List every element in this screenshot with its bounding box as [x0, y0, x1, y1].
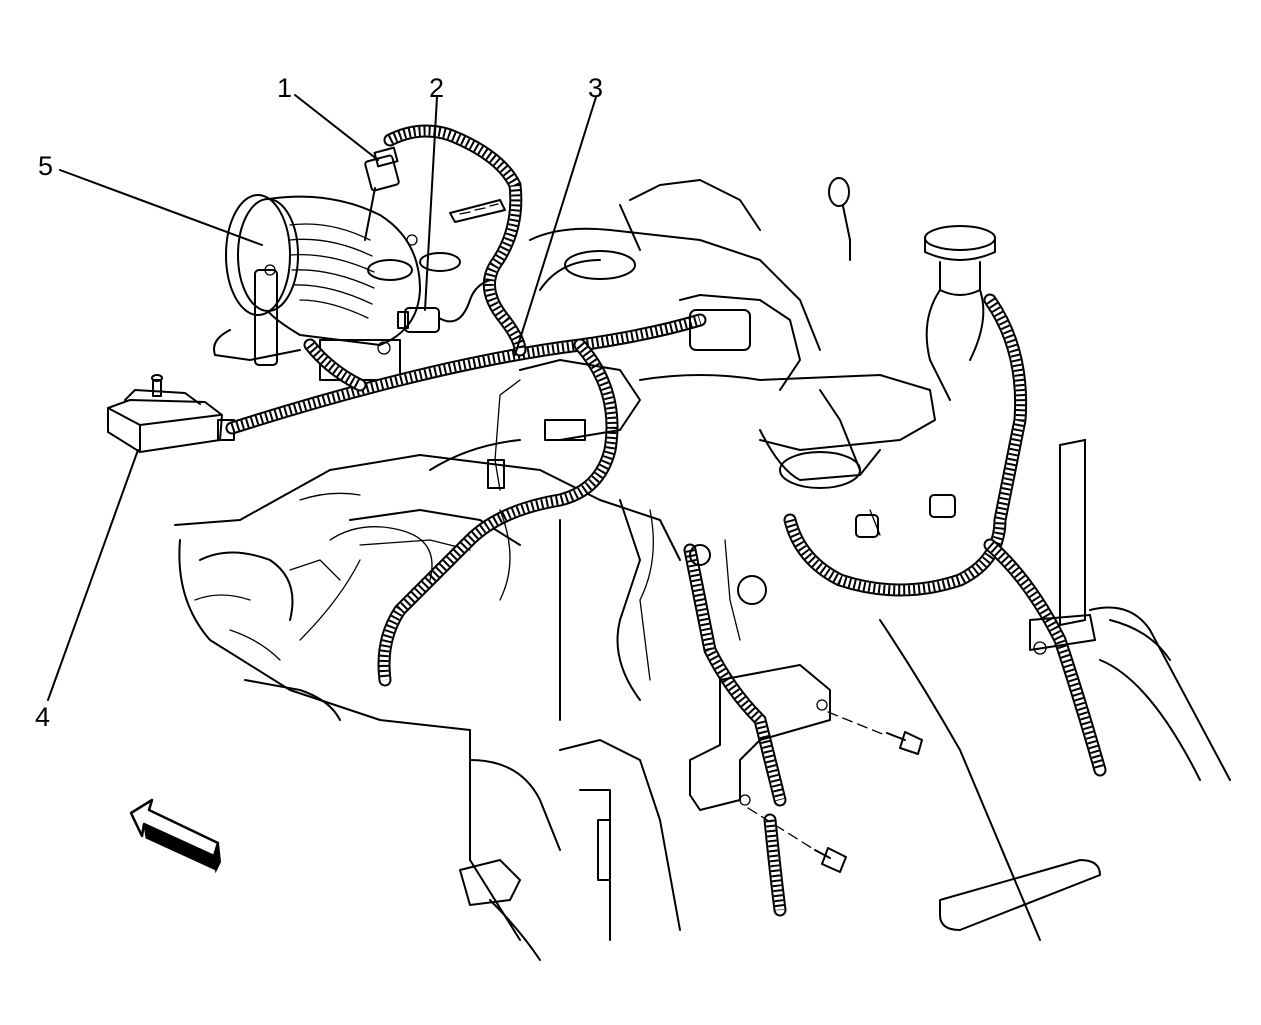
leader-line-5: [59, 169, 263, 246]
leader-line-3: [514, 96, 597, 356]
misc-wires: [289, 379, 956, 681]
label-plate: [449, 199, 506, 223]
leader-lines: [47, 94, 597, 701]
leader-line-2: [424, 96, 438, 311]
bolt: [886, 731, 923, 755]
pressure-sensor: [107, 374, 235, 453]
callout-4: 4: [35, 702, 51, 732]
callout-2: 2: [429, 73, 445, 103]
front-direction-arrow-icon: [129, 798, 222, 874]
oil-filler-cap: [924, 225, 996, 401]
right-side-hoses: [879, 438, 1231, 941]
intake-manifold: [519, 179, 936, 489]
lower-pipes: [459, 499, 681, 961]
callout-1: 1: [277, 73, 293, 103]
leader-line-4: [47, 449, 139, 701]
mounting-bracket: [689, 664, 886, 851]
leader-line-1: [294, 94, 379, 161]
sensor-2: [377, 279, 491, 355]
callout-5: 5: [38, 151, 54, 181]
engine-block: [174, 439, 681, 941]
connector-1: [364, 146, 400, 241]
bolt: [814, 847, 847, 873]
ac-compressor: [213, 194, 461, 381]
callout-3: 3: [588, 73, 604, 103]
ring-terminal: [828, 177, 851, 261]
main-wiring-harness: [225, 124, 1107, 917]
